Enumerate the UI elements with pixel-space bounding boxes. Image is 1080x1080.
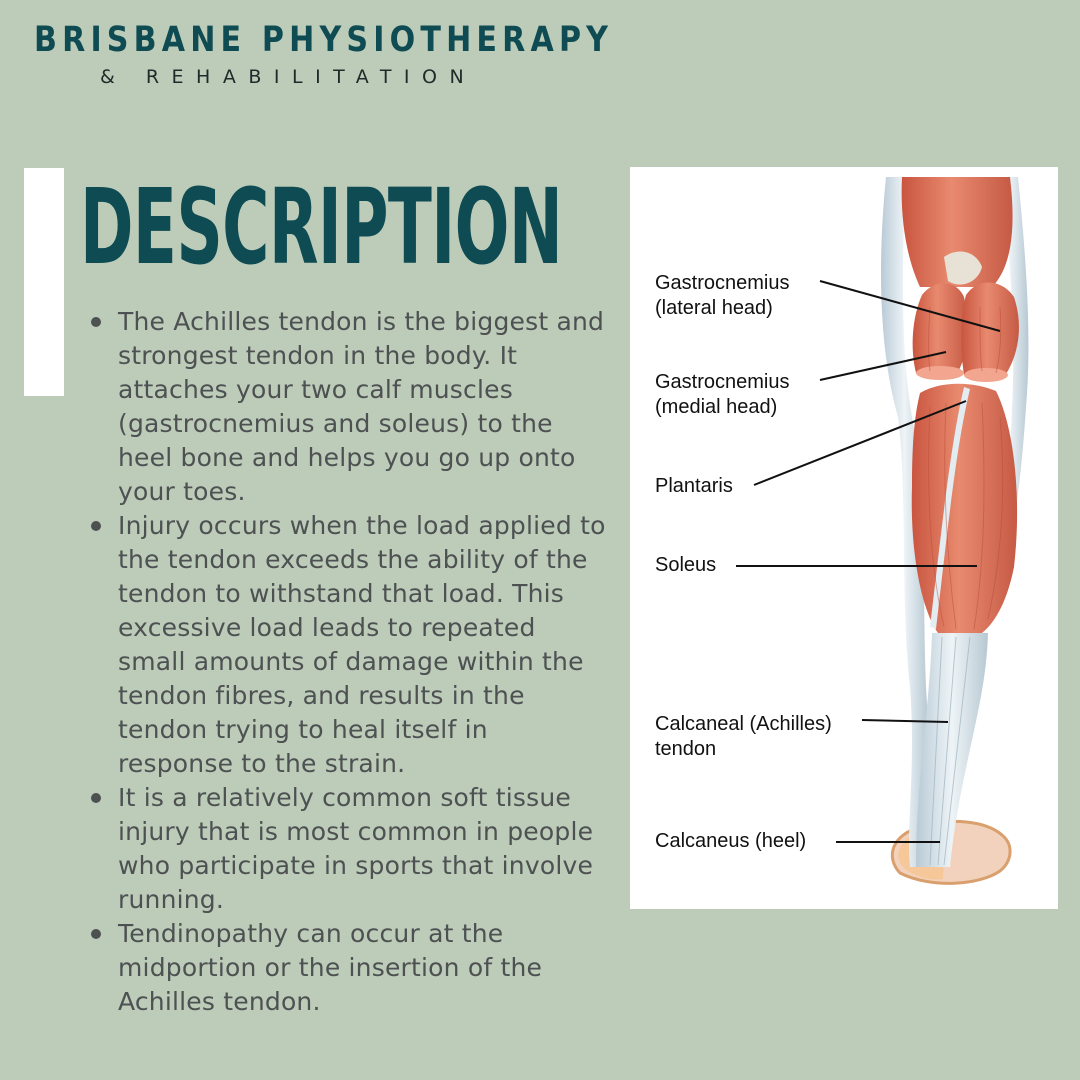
brand-title: BRISBANE PHYSIOTHERAPY [34,20,614,60]
muscle-cut-edge [916,366,964,380]
description-list: The Achilles tendon is the biggest and s… [88,305,608,1019]
fascia-left [881,177,928,867]
list-item: It is a relatively common soft tissue in… [88,781,608,917]
label-gastrocnemius-medial: Gastrocnemius (medial head) [655,371,790,418]
gastrocnemius-lateral-head [961,282,1019,377]
label-achilles-tendon: Calcaneal (Achilles) tendon [655,713,832,760]
leader-lines [736,280,1001,843]
label-calcaneus: Calcaneus (heel) [655,830,807,852]
accent-bar [24,168,64,396]
muscle-cut-edge [964,368,1008,382]
label-plantaris: Plantaris [655,475,733,497]
muscle-striations [928,306,1004,630]
achilles-tendon [916,633,988,867]
list-item-text: The Achilles tendon is the biggest and s… [118,307,605,506]
plantaris-tendon [930,387,970,629]
tendon-fibres [929,636,971,866]
brand-subtitle: & REHABILITATION [100,66,477,88]
list-item: Tendinopathy can occur at the midportion… [88,917,608,1019]
bullet-dot-icon [91,929,101,939]
bullet-dot-icon [91,521,101,531]
gastrocnemius-medial-head [912,283,968,375]
knee-fossa [944,251,982,285]
anatomy-diagram: Gastrocnemius (lateral head) Gastrocnemi… [630,167,1058,909]
list-item: The Achilles tendon is the biggest and s… [88,305,608,509]
bullet-dot-icon [91,793,101,803]
calf-anatomy-illustration [736,177,1029,885]
list-item-text: It is a relatively common soft tissue in… [118,783,594,914]
label-gastrocnemius-lateral: Gastrocnemius (lateral head) [655,272,790,319]
label-soleus: Soleus [655,554,717,576]
page-title: DESCRIPTION [80,166,563,288]
list-item-text: Injury occurs when the load applied to t… [118,511,606,778]
list-item-text: Tendinopathy can occur at the midportion… [118,919,543,1016]
fascia-right [990,177,1029,587]
list-item: Injury occurs when the load applied to t… [88,509,608,781]
thigh-muscle [901,177,1013,287]
bullet-dot-icon [91,317,101,327]
soleus-muscle [911,383,1018,633]
